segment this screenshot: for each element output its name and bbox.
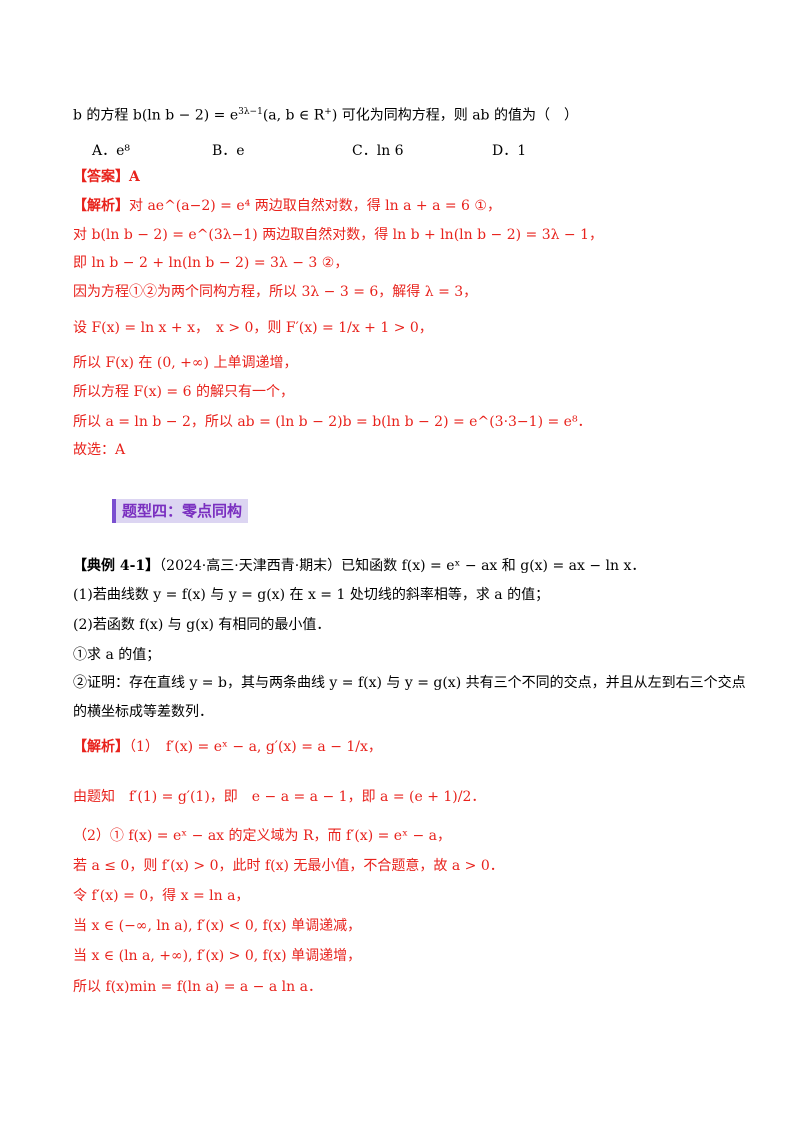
stem-part2: (a, b ∈ R	[262, 107, 325, 124]
solution1-line: 所以方程 F(x) = 6 的解只有一个，	[73, 384, 294, 400]
example-q1: (1)若曲线数 y = f(x) 与 y = g(x) 在 x = 1 处切线的…	[73, 587, 550, 603]
solution2-line: 当 x ∈ (−∞, ln a), f′(x) < 0, f(x) 单调递减，	[73, 918, 362, 934]
solution2-line: （2）① f(x) = eˣ − ax 的定义域为 R，而 f′(x) = eˣ…	[73, 828, 451, 844]
solution1-line: 即 ln b − 2 + ln(ln b − 2) = 3λ − 3 ②，	[73, 255, 349, 271]
stem-exponent: 3λ−1	[238, 107, 263, 117]
problem-stem: b 的方程 b(ln b − 2) = e3λ−1(a, b ∈ R+) 可化为…	[73, 102, 578, 126]
solution2-text: （1） f′(x) = eˣ − a, g′(x) = a − 1/x，	[129, 739, 382, 755]
section-heading: 题型四：零点同构	[112, 499, 249, 523]
solution2-label: 【解析】	[73, 739, 129, 755]
solution1-line: 对 b(ln b − 2) = e^(3λ−1) 两边取自然对数，得 ln b …	[73, 227, 604, 243]
option-b[interactable]: B．e	[212, 143, 245, 159]
option-c[interactable]: C．ln 6	[352, 143, 404, 159]
stem-part3: ) 可化为同构方程，则 ab 的值为（ ）	[331, 107, 578, 124]
solution1-line: 因为方程①②为两个同构方程，所以 3λ − 3 = 6，解得 λ = 3，	[73, 284, 478, 300]
solution1-line: 设 F(x) = ln x + x， x > 0，则 F′(x) = 1/x +…	[73, 320, 433, 336]
example-label: 【典例 4-1】	[73, 558, 160, 574]
example-source: （2024·高三·天津西青·期末）	[159, 558, 342, 574]
solution1-label: 【解析】	[73, 198, 129, 214]
example-heading: 【典例 4-1】（2024·高三·天津西青·期末）已知函数 f(x) = eˣ …	[73, 556, 645, 576]
solution1-line: 故选：A	[73, 442, 126, 458]
solution1-line: 所以 a = ln b − 2，所以 ab = (ln b − 2)b = b(…	[73, 414, 592, 430]
example-q2b-cont: 的横坐标成等差数列．	[73, 704, 213, 720]
solution2-line: 若 a ≤ 0，则 f′(x) > 0，此时 f(x) 无最小值，不合题意，故 …	[73, 858, 504, 874]
answer-value: A	[129, 169, 140, 185]
solution2-line: 【解析】（1） f′(x) = eˣ − a, g′(x) = a − 1/x，	[73, 737, 382, 757]
example-q2a: ①求 a 的值；	[73, 647, 161, 663]
solution2-line: 所以 f(x)min = f(ln a) = a − a ln a．	[73, 979, 322, 995]
solution1-line: 所以 F(x) 在 (0, +∞) 上单调递增，	[73, 355, 298, 371]
answer-label: 【答案】	[73, 169, 129, 185]
solution1-text: 对 ae^(a−2) = e⁴ 两边取自然对数，得 ln a + a = 6 ①…	[129, 198, 501, 214]
example-q2b: ②证明：存在直线 y = b，其与两条曲线 y = f(x) 与 y = g(x…	[73, 675, 746, 691]
solution2-line: 令 f′(x) = 0，得 x = ln a，	[73, 888, 250, 904]
answer-row: 【答案】A	[73, 167, 140, 187]
stem-part1: b 的方程 b(ln b − 2) = e	[73, 107, 239, 124]
stem-superscript: +	[324, 107, 332, 117]
example-q2: (2)若函数 f(x) 与 g(x) 有相同的最小值．	[73, 617, 331, 633]
solution1-line: 【解析】对 ae^(a−2) = e⁴ 两边取自然对数，得 ln a + a =…	[73, 196, 501, 216]
option-a[interactable]: A．e⁸	[92, 143, 131, 159]
solution2-line: 由题知 f′(1) = g′(1)，即 e − a = a − 1，即 a = …	[73, 789, 486, 805]
solution2-line: 当 x ∈ (ln a, +∞), f′(x) > 0, f(x) 单调递增，	[73, 948, 362, 964]
option-d[interactable]: D．1	[492, 143, 527, 159]
example-text: 已知函数 f(x) = eˣ − ax 和 g(x) = ax − ln x．	[341, 558, 646, 574]
